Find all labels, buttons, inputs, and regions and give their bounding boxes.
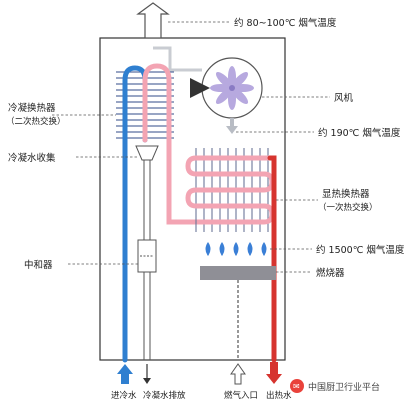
hot-out-label: 出热水 — [266, 390, 292, 401]
primary-heat-exchanger — [185, 148, 275, 232]
transfer-pipe — [142, 63, 203, 225]
leader-lines — [52, 21, 330, 273]
condensing-hx-label: 冷凝换热器 — [8, 102, 56, 114]
exhaust-duct — [153, 46, 202, 72]
watermark-text: 中国厨卫行业平台 — [308, 381, 380, 393]
condensate-drain-arrow — [143, 364, 151, 384]
condensate-collect-label: 冷凝水收集 — [8, 152, 56, 164]
fan — [190, 57, 263, 134]
hot-water-pipe — [267, 155, 277, 363]
burner — [200, 266, 276, 280]
burner-temp-label: 约 1500℃ 烟气温度 — [316, 244, 405, 256]
burner-label: 燃烧器 — [316, 267, 345, 279]
gas-in-label: 燃气入口 — [224, 390, 258, 401]
neutralizer-label: 中和器 — [24, 259, 53, 271]
watermark-logo-icon: ✉ — [293, 382, 300, 391]
cold-in-label: 进冷水 — [111, 390, 137, 401]
neutralizer — [137, 239, 157, 360]
condensate-drain-label: 冷凝水排放 — [143, 390, 186, 401]
condensate-collector — [135, 145, 159, 240]
burner-flames — [205, 242, 267, 256]
primary-hx-sublabel: （一次热交换） — [318, 202, 378, 213]
gas-inlet-arrow — [230, 363, 246, 385]
fan-blades-icon — [210, 66, 254, 110]
hot-water-outlet-arrow — [266, 362, 282, 384]
fan-temp-label: 约 190℃ 烟气温度 — [318, 127, 401, 139]
watermark: ✉ 中国厨卫行业平台 — [290, 379, 380, 393]
cold-water-inlet-arrow — [117, 364, 133, 384]
exhaust-arrow — [136, 2, 170, 39]
primary-hx-label: 显热换热器 — [322, 188, 370, 200]
exhaust-temp-label: 约 80~100℃ 烟气温度 — [234, 17, 337, 29]
condensing-hx-sublabel: （二次热交换） — [6, 116, 66, 127]
fan-label: 风机 — [334, 92, 354, 104]
